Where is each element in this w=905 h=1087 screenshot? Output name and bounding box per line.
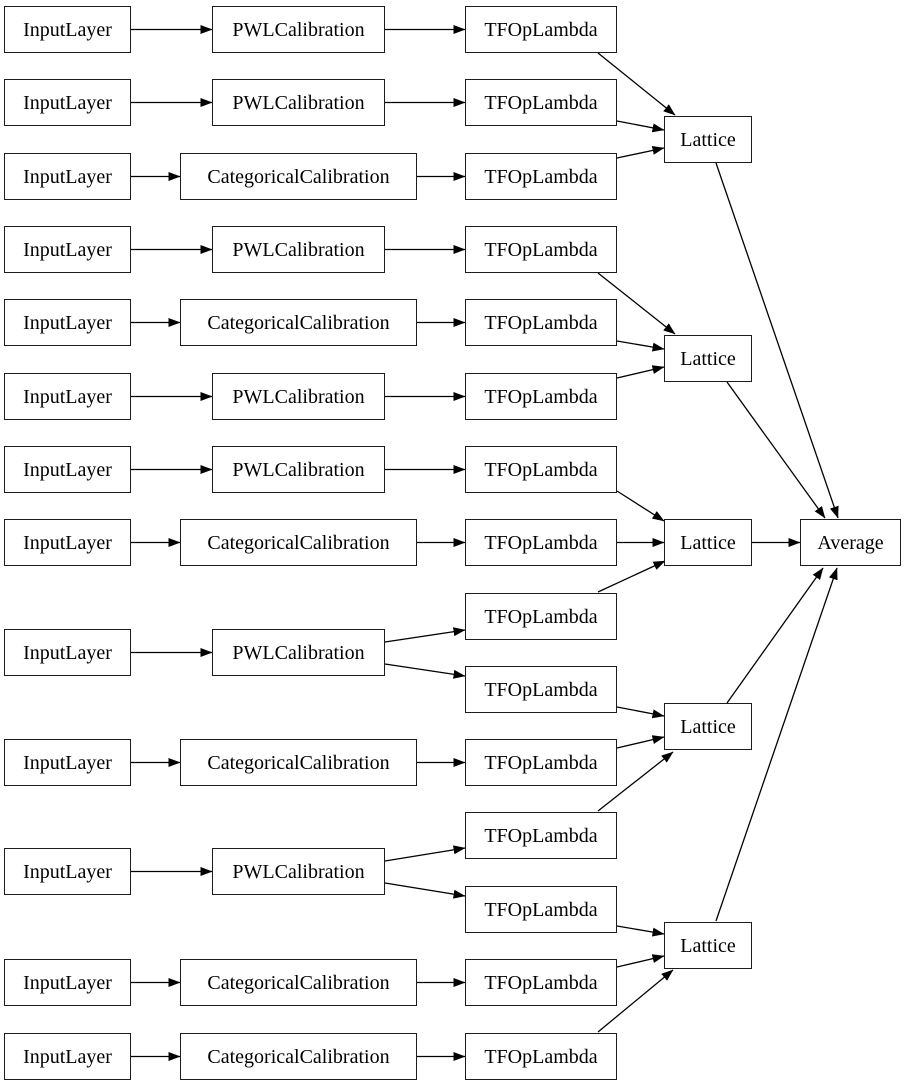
edge-lat2-avg (726, 381, 826, 519)
edge-tf7-lat3 (616, 490, 665, 522)
edge-tf12-lat4 (597, 751, 674, 812)
node-in1-inputlayer-box: InputLayer (4, 6, 131, 53)
edge-cal9-tf9 (384, 627, 466, 643)
edge-tf11-lat4 (616, 735, 665, 749)
node-cal5-categoricalcalibration-box: CategoricalCalibration (180, 299, 417, 346)
node-cal10-categoricalcalibration-box: CategoricalCalibration (180, 739, 417, 786)
node-tf15-tfoplambda-box: TFOpLambda (465, 1033, 617, 1080)
node-tf9-tfoplambda-box: TFOpLambda (465, 593, 617, 640)
node-lat2-lattice-box: Lattice (664, 335, 752, 382)
edge-tf10-lat4 (616, 706, 665, 719)
node-in11-inputlayer-box: InputLayer (4, 848, 131, 895)
node-in5-inputlayer-box: InputLayer (4, 299, 131, 346)
node-tf10-tfoplambda-box: TFOpLambda (465, 666, 617, 713)
node-tf8-tfoplambda-box: TFOpLambda (465, 519, 617, 566)
node-tf5-tfoplambda-box: TFOpLambda (465, 299, 617, 346)
node-lat1-lattice-box: Lattice (664, 116, 752, 163)
node-in9-inputlayer-box: InputLayer (4, 629, 131, 676)
edge-lat5-avg (715, 567, 838, 922)
node-lat4-lattice-box: Lattice (664, 703, 752, 750)
node-lat3-lattice-box: Lattice (664, 519, 752, 566)
node-tf1-tfoplambda-box: TFOpLambda (465, 6, 617, 53)
node-tf12-tfoplambda-box: TFOpLambda (465, 812, 617, 859)
node-in3-inputlayer-box: InputLayer (4, 153, 131, 200)
node-cal6-pwlcalibration-box: PWLCalibration (212, 373, 385, 420)
node-cal11-pwlcalibration-box: PWLCalibration (212, 848, 385, 895)
edge-tf1-lat1 (597, 52, 676, 116)
node-cal3-categoricalcalibration-box: CategoricalCalibration (180, 153, 417, 200)
node-in10-inputlayer-box: InputLayer (4, 739, 131, 786)
node-cal12-categoricalcalibration-box: CategoricalCalibration (180, 959, 417, 1006)
node-cal7-pwlcalibration-box: PWLCalibration (212, 446, 385, 493)
edge-lat1-avg (715, 162, 839, 519)
node-cal1-pwlcalibration-box: PWLCalibration (212, 6, 385, 53)
edge-tf13-lat5 (616, 925, 665, 937)
node-cal13-categoricalcalibration-box: CategoricalCalibration (180, 1033, 417, 1080)
node-avg-average-box: Average (800, 519, 901, 566)
edge-tf6-lat2 (616, 365, 665, 379)
node-tf4-tfoplambda-box: TFOpLambda (465, 226, 617, 273)
edge-tf15-lat5 (597, 969, 674, 1033)
edge-tf5-lat2 (616, 340, 665, 352)
edge-tf14-lat5 (616, 954, 665, 968)
edge-lat4-avg (726, 567, 824, 704)
node-cal9-pwlcalibration-box: PWLCalibration (212, 629, 385, 676)
edge-cal11-tf13 (384, 882, 466, 899)
node-tf7-tfoplambda-box: TFOpLambda (465, 446, 617, 493)
node-tf11-tfoplambda-box: TFOpLambda (465, 739, 617, 786)
node-in7-inputlayer-box: InputLayer (4, 446, 131, 493)
node-tf3-tfoplambda-box: TFOpLambda (465, 153, 617, 200)
edge-tf3-lat1 (616, 145, 665, 159)
edge-cal9-tf10 (384, 663, 466, 679)
node-in8-inputlayer-box: InputLayer (4, 519, 131, 566)
edge-tf2-lat1 (616, 120, 665, 133)
edge-tf9-lat3 (597, 560, 666, 593)
edge-cal11-tf12 (384, 845, 466, 862)
node-tf13-tfoplambda-box: TFOpLambda (465, 886, 617, 933)
node-lat5-lattice-box: Lattice (664, 922, 752, 969)
node-tf2-tfoplambda-box: TFOpLambda (465, 79, 617, 126)
node-in12-inputlayer-box: InputLayer (4, 959, 131, 1006)
node-tf14-tfoplambda-box: TFOpLambda (465, 959, 617, 1006)
edge-tf4-lat2 (597, 272, 676, 335)
node-in2-inputlayer-box: InputLayer (4, 79, 131, 126)
node-tf6-tfoplambda-box: TFOpLambda (465, 373, 617, 420)
node-in4-inputlayer-box: InputLayer (4, 226, 131, 273)
node-cal2-pwlcalibration-box: PWLCalibration (212, 79, 385, 126)
node-cal8-categoricalcalibration-box: CategoricalCalibration (180, 519, 417, 566)
node-in13-inputlayer-box: InputLayer (4, 1033, 131, 1080)
node-in6-inputlayer-box: InputLayer (4, 373, 131, 420)
node-cal4-pwlcalibration-box: PWLCalibration (212, 226, 385, 273)
